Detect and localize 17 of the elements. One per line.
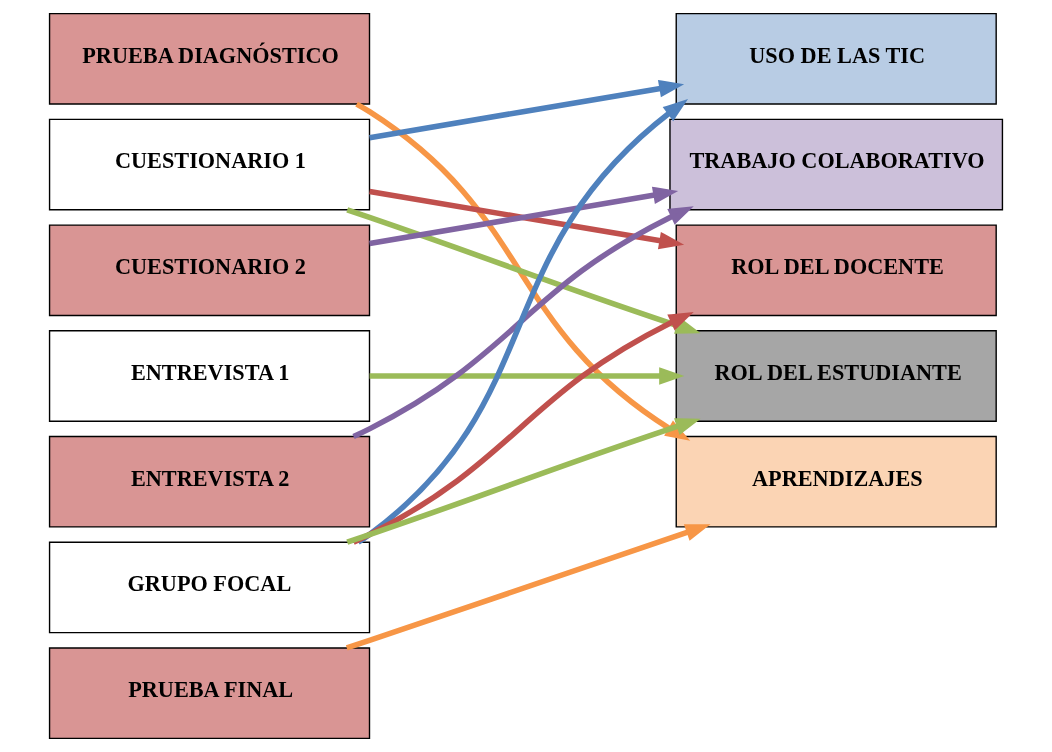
arrow bbox=[346, 207, 701, 334]
node-box: APRENDIZAJES bbox=[675, 435, 997, 528]
node-box: ROL DEL ESTUDIANTE bbox=[675, 330, 997, 422]
arrow bbox=[369, 367, 685, 385]
node-box: ENTREVISTA 2 bbox=[48, 435, 371, 528]
node-box: CUESTIONARIO 1 bbox=[48, 118, 371, 211]
node-box: USO DE LAS TIC bbox=[675, 12, 997, 105]
node-box: GRUPO FOCAL bbox=[48, 541, 371, 634]
arrow bbox=[345, 524, 711, 651]
node-box: PRUEBA DIAGNÓSTICO bbox=[48, 12, 371, 105]
node-box: ENTREVISTA 1 bbox=[48, 330, 371, 422]
node-box: PRUEBA FINAL bbox=[48, 647, 371, 740]
arrow bbox=[369, 79, 685, 141]
arrow bbox=[356, 99, 688, 545]
node-box: ROL DEL DOCENTE bbox=[675, 224, 997, 317]
node-box: CUESTIONARIO 2 bbox=[48, 224, 371, 317]
node-box: TRABAJO COLABORATIVO bbox=[669, 118, 1004, 211]
